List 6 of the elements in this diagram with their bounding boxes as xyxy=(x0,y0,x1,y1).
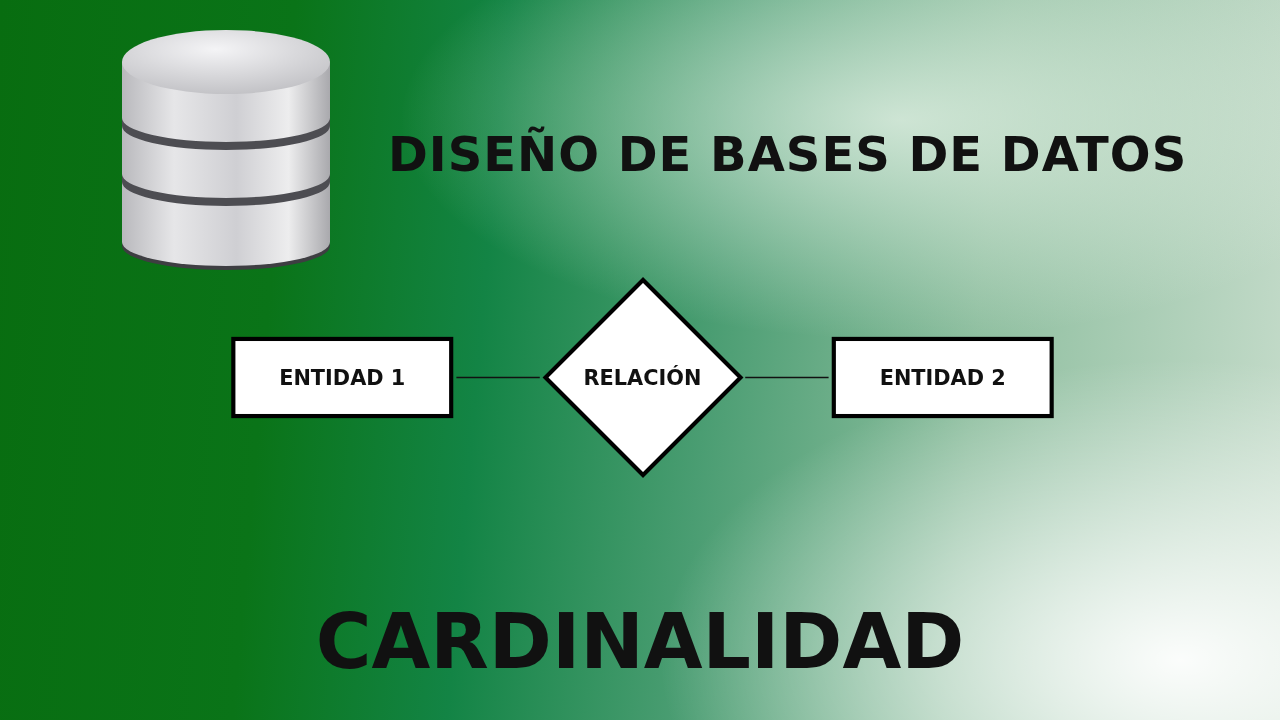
connector-line xyxy=(455,376,541,379)
entity-box: ENTIDAD 2 xyxy=(831,336,1054,419)
relationship-diamond: RELACIÓN xyxy=(542,277,744,478)
heading: DISEÑO DE BASES DE DATOS xyxy=(388,126,1188,184)
entity-box: ENTIDAD 1 xyxy=(231,336,454,419)
connector-line xyxy=(744,376,830,379)
